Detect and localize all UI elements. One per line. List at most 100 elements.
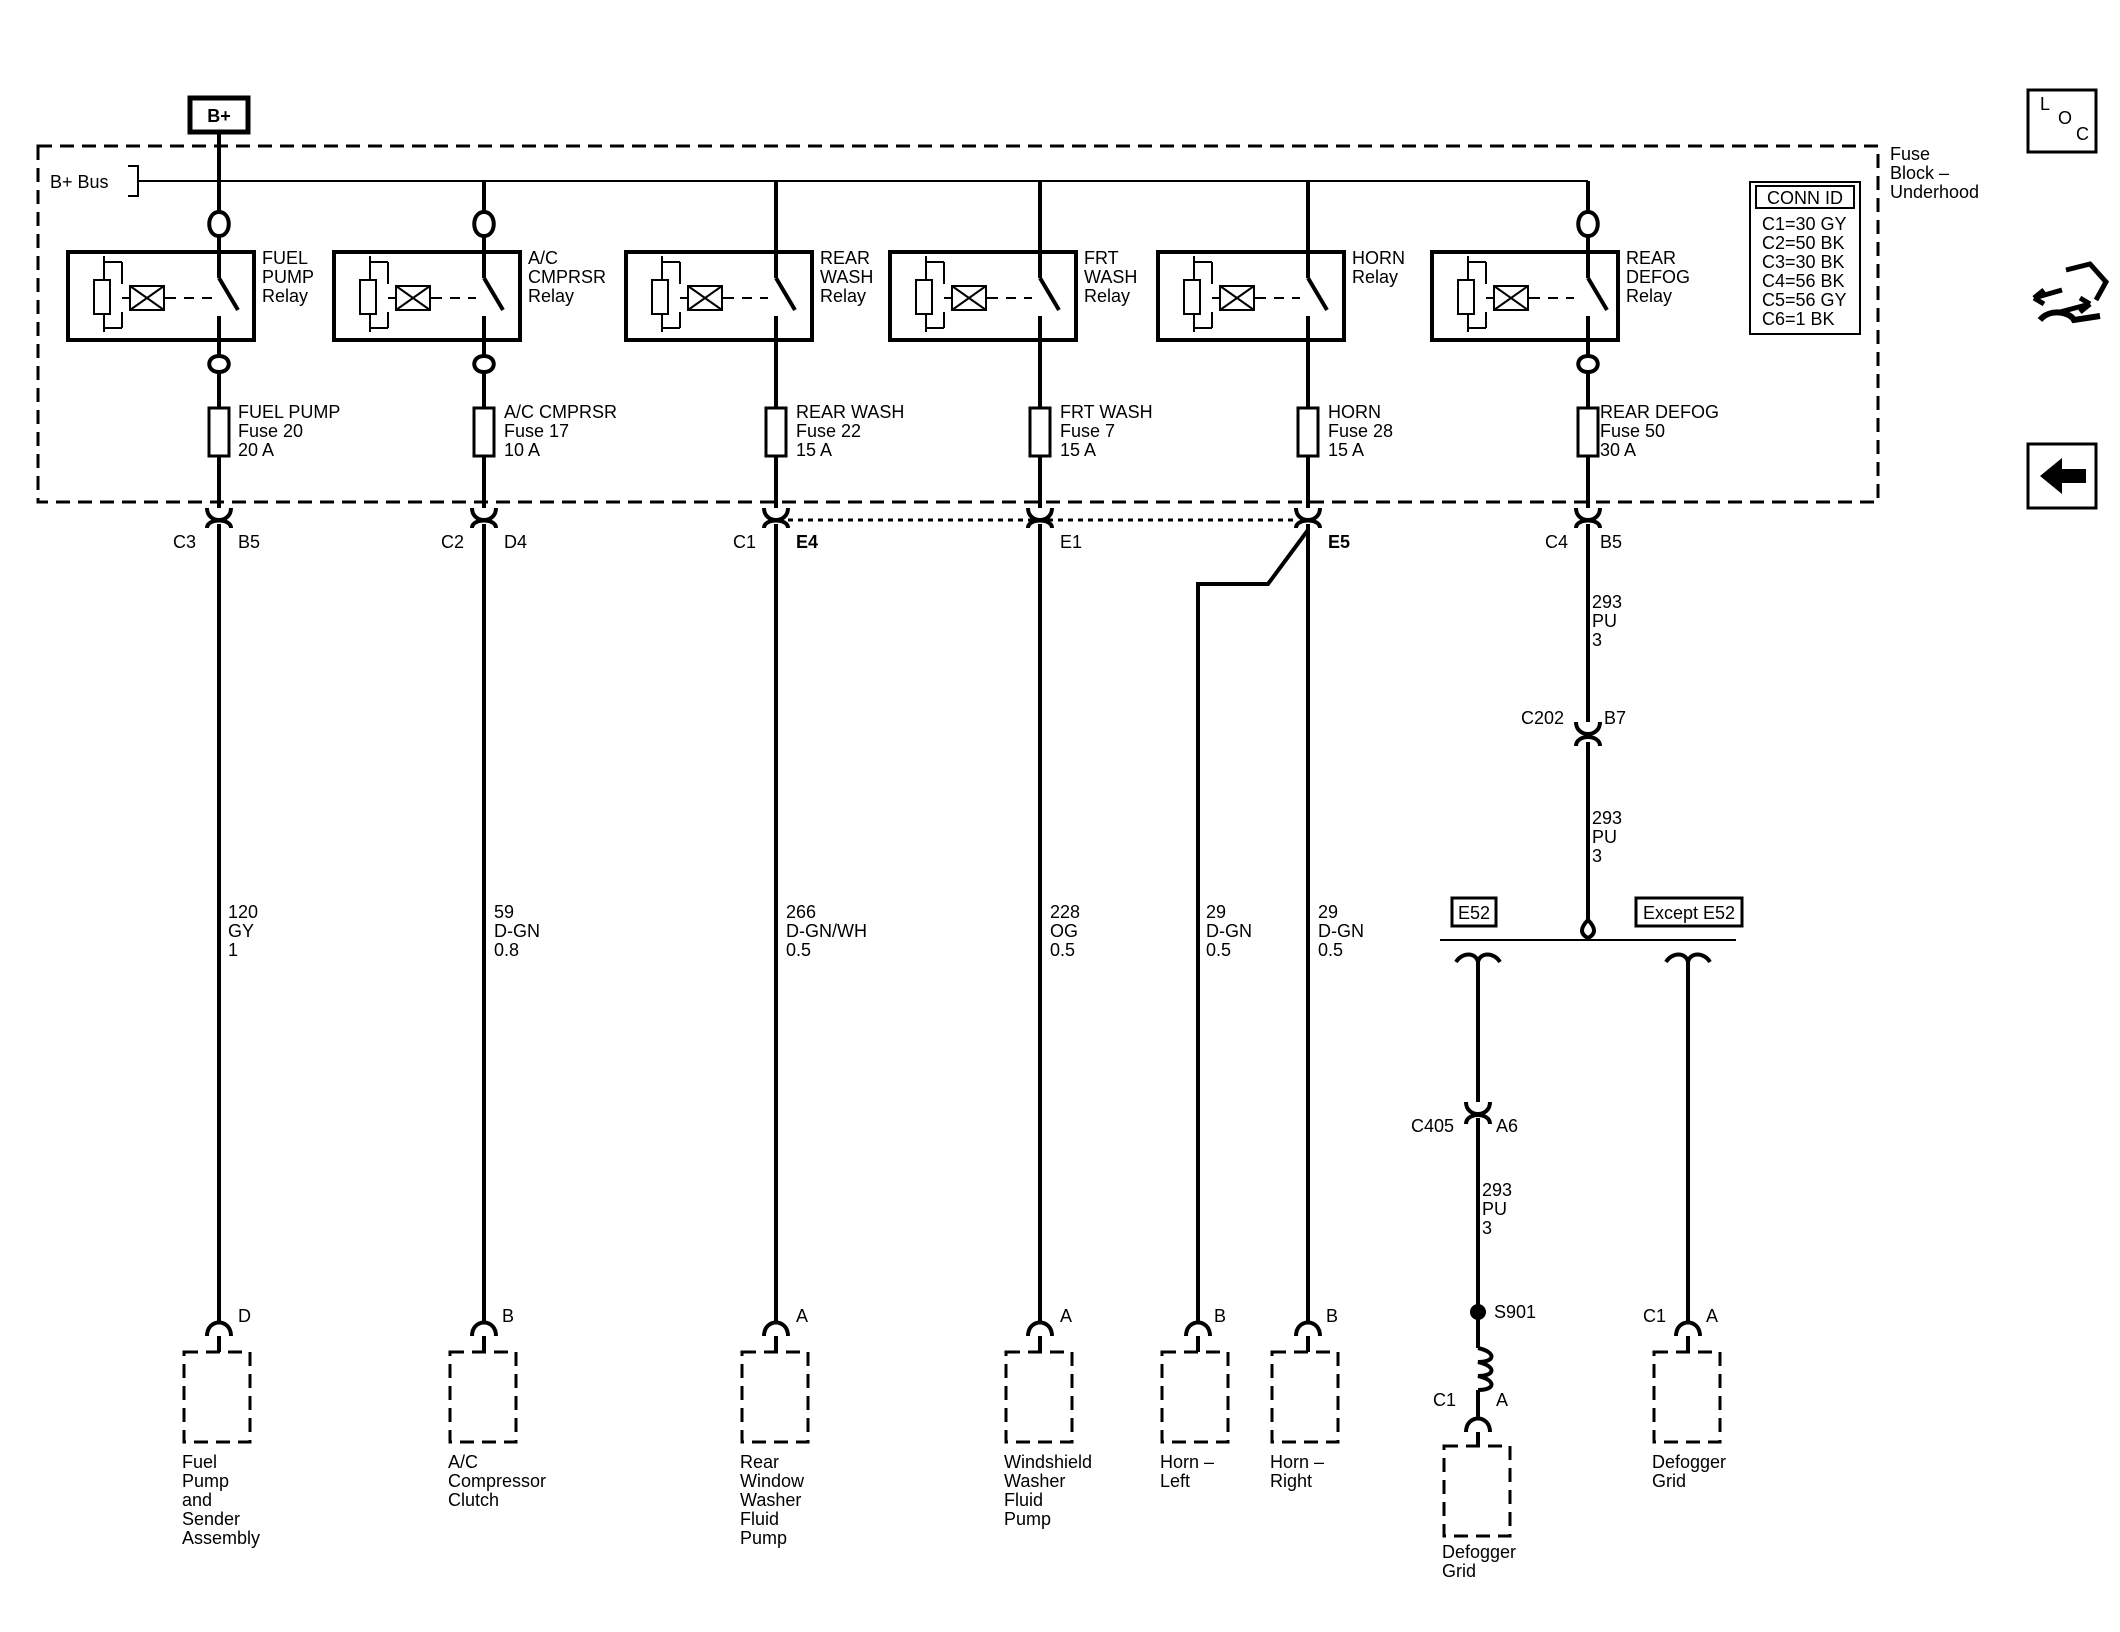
component-label: Assembly <box>182 1528 260 1548</box>
component-label: Rear <box>740 1452 779 1472</box>
loc-letter-l: L <box>2040 94 2050 114</box>
component-label: Horn – <box>1160 1452 1214 1472</box>
conn-id-row: C3=30 BK <box>1762 252 1845 272</box>
relay-label: Relay <box>528 286 574 306</box>
relay-label: DEFOG <box>1626 267 1690 287</box>
block-connector-c4: C4 B5 <box>1545 507 1622 552</box>
relay-label: HORN <box>1352 248 1405 268</box>
fuse-label: Fuse 50 <box>1600 421 1665 441</box>
fuse-block-label-3: Underhood <box>1890 182 1979 202</box>
fuse-label: Fuse 28 <box>1328 421 1393 441</box>
splice-label: S901 <box>1494 1302 1536 1322</box>
component-pin: A <box>1706 1306 1718 1326</box>
fuse-label: 15 A <box>796 440 832 460</box>
relay-label: FRT <box>1084 248 1119 268</box>
component-pin: A <box>1496 1390 1508 1410</box>
svg-text:0.5: 0.5 <box>1050 940 1075 960</box>
svg-text:59: 59 <box>494 902 514 922</box>
svg-text:PU: PU <box>1482 1199 1507 1219</box>
svg-text:0.5: 0.5 <box>1206 940 1231 960</box>
svg-text:293: 293 <box>1592 808 1622 828</box>
battery-box <box>187 95 251 135</box>
relay-label: REAR <box>1626 248 1676 268</box>
component-label: Left <box>1160 1471 1190 1491</box>
bus-label: B+ Bus <box>50 172 109 192</box>
component-defogger-grid-e52: C1 A Defogger Grid <box>1433 1390 1516 1581</box>
relay-label: WASH <box>820 267 873 287</box>
component-windshield-washer-pump: A Windshield Washer Fluid Pump <box>1004 1306 1092 1529</box>
component-label: Washer <box>1004 1471 1065 1491</box>
fuse-label: 10 A <box>504 440 540 460</box>
connector-arrows-icon[interactable] <box>2032 261 2110 324</box>
fuse-label: Fuse 22 <box>796 421 861 441</box>
component-fuel-pump: D Fuel Pump and Sender Assembly <box>182 1306 260 1548</box>
relay-label: Relay <box>820 286 866 306</box>
component-label: Fluid <box>740 1509 779 1529</box>
location-button[interactable]: L O C <box>2026 88 2098 154</box>
relay-front-wash: FRT WASH Relay <box>888 181 1137 410</box>
component-horn-right: B Horn – Right <box>1270 1306 1340 1491</box>
conn-id-row: C1=30 GY <box>1762 214 1847 234</box>
coil-symbol <box>1477 1346 1494 1392</box>
block-connector-c3: C3 B5 <box>173 507 260 552</box>
relay-rear-defog: REAR DEFOG Relay <box>1430 210 1690 375</box>
svg-text:266: 266 <box>786 902 816 922</box>
conn-id-row: C5=56 GY <box>1762 290 1847 310</box>
component-label: Defogger <box>1442 1542 1516 1562</box>
fuse-label: 20 A <box>238 440 274 460</box>
connector-pin: B5 <box>1600 532 1622 552</box>
fuse-label: HORN <box>1328 402 1381 422</box>
component-conn: C1 <box>1643 1306 1666 1326</box>
connector-c405: C405 A6 <box>1411 1101 1518 1136</box>
component-label: A/C <box>448 1452 478 1472</box>
relay-label: A/C <box>528 248 558 268</box>
svg-text:D-GN/WH: D-GN/WH <box>786 921 867 941</box>
svg-text:D-GN: D-GN <box>1206 921 1252 941</box>
svg-text:3: 3 <box>1482 1218 1492 1238</box>
svg-text:0.5: 0.5 <box>786 940 811 960</box>
left-arrow-icon <box>2040 458 2086 494</box>
relay-rear-wash: REAR WASH Relay <box>624 181 873 410</box>
fuse-7: FRT WASH Fuse 7 15 A <box>1028 402 1153 508</box>
component-ac-compressor-clutch: B A/C Compressor Clutch <box>448 1306 546 1510</box>
svg-text:0.8: 0.8 <box>494 940 519 960</box>
connector-label: C1 <box>733 532 756 552</box>
fuse-label: Fuse 20 <box>238 421 303 441</box>
connector-label: C202 <box>1521 708 1564 728</box>
component-label: Washer <box>740 1490 801 1510</box>
connector-label: C405 <box>1411 1116 1454 1136</box>
svg-text:293: 293 <box>1482 1180 1512 1200</box>
relay-label: PUMP <box>262 267 314 287</box>
component-label: Pump <box>182 1471 229 1491</box>
fuse-17: A/C CMPRSR Fuse 17 10 A <box>472 372 617 508</box>
connector-pin: A6 <box>1496 1116 1518 1136</box>
component-label: Pump <box>740 1528 787 1548</box>
relay-label: Relay <box>1626 286 1672 306</box>
fuse-22: REAR WASH Fuse 22 15 A <box>764 402 904 508</box>
fuse-label: REAR DEFOG <box>1600 402 1719 422</box>
wire-label-293-middle: 293 PU 3 <box>1592 808 1622 866</box>
connector-label: C2 <box>441 532 464 552</box>
connector-pin: B7 <box>1604 708 1626 728</box>
connector-pin: D4 <box>504 532 527 552</box>
svg-text:3: 3 <box>1592 630 1602 650</box>
conn-id-table: CONN ID C1=30 GY C2=50 BK C3=30 BK C4=56… <box>1749 181 1861 335</box>
svg-text:PU: PU <box>1592 611 1617 631</box>
component-label: Window <box>740 1471 805 1491</box>
wire-label-293-upper: 293 PU 3 <box>1592 592 1622 650</box>
back-button[interactable] <box>2026 442 2098 510</box>
svg-text:0.5: 0.5 <box>1318 940 1343 960</box>
wire-label-228: 228 OG 0.5 <box>1050 902 1080 960</box>
option-label-e52: E52 <box>1458 903 1490 923</box>
connector-pin: E5 <box>1328 532 1350 552</box>
component-label: Fuel <box>182 1452 217 1472</box>
connector-pin: E4 <box>796 532 818 552</box>
component-label: Windshield <box>1004 1452 1092 1472</box>
component-label: Grid <box>1442 1561 1476 1581</box>
relay-ac-compressor: A/C CMPRSR Relay <box>332 210 606 375</box>
fuse-label: 15 A <box>1060 440 1096 460</box>
component-pin: D <box>238 1306 251 1326</box>
component-pin: B <box>1326 1306 1338 1326</box>
relay-fuel-pump: FUEL PUMP Relay <box>66 210 314 375</box>
component-pin: B <box>1214 1306 1226 1326</box>
